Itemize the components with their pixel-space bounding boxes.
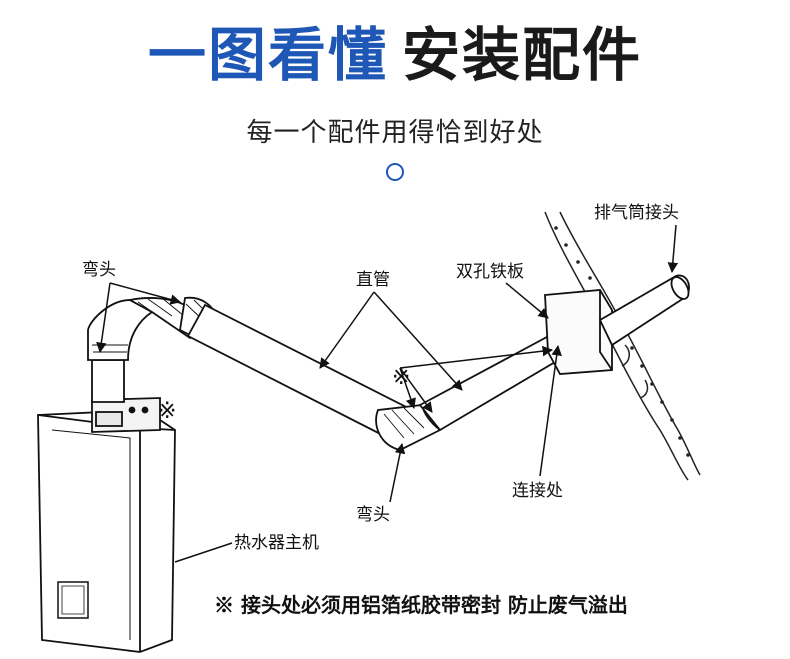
pipe-system bbox=[87, 274, 690, 451]
footnote: ※ 接头处必须用铝箔纸胶带密封 防止废气溢出 bbox=[214, 593, 628, 617]
label-joint: 连接处 bbox=[512, 481, 563, 501]
label-exhaust-connector: 排气筒接头 bbox=[594, 203, 679, 223]
seal-mark-icon: ※ bbox=[392, 365, 410, 390]
label-elbow-bottom: 弯头 bbox=[356, 505, 390, 525]
subtitle: 每一个配件用得恰到好处 bbox=[246, 118, 544, 148]
page-title: 一图看懂安装配件 bbox=[0, 10, 790, 100]
seal-mark-icon: ※ bbox=[158, 399, 176, 424]
label-elbow-top: 弯头 bbox=[82, 260, 116, 280]
label-arrows bbox=[96, 224, 679, 563]
decor-circle-icon bbox=[386, 163, 404, 181]
title-blue: 一图看懂 bbox=[147, 21, 388, 89]
label-straight-pipe: 直管 bbox=[356, 270, 390, 290]
label-heater-unit: 热水器主机 bbox=[234, 533, 319, 553]
title-dark: 安装配件 bbox=[402, 21, 643, 89]
label-double-hole-plate: 双孔铁板 bbox=[456, 262, 524, 282]
water-heater-unit bbox=[37, 397, 176, 653]
